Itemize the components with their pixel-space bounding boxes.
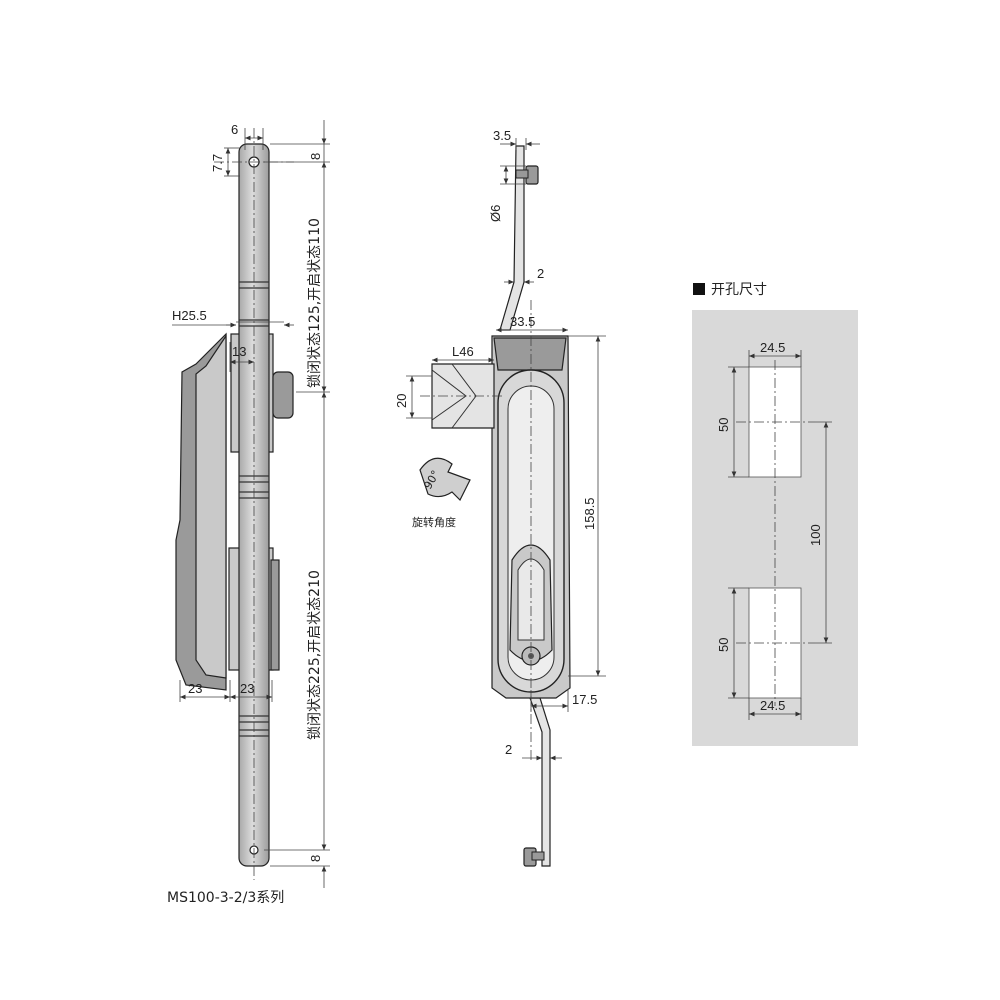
lower-bar: [529, 697, 551, 867]
side-knob: [272, 371, 294, 419]
dim-20: 20: [394, 394, 409, 408]
rotation-icon: 90°: [419, 457, 471, 502]
cutout-title: 开孔尺寸: [711, 282, 767, 298]
dim-158-5: 158.5: [582, 497, 597, 530]
rod-upper-note: 锁闭状态125,开启状态110: [307, 218, 323, 388]
dim-33-5: 33.5: [510, 314, 535, 329]
rotation-label: 旋转角度: [412, 515, 456, 529]
rod-lower-note: 锁闭状态225,开启状态210: [307, 570, 323, 740]
dim-23-right: 23: [240, 681, 254, 696]
dim-handle-h: H25.5: [172, 308, 207, 323]
cutout-spacing: 100: [808, 524, 823, 546]
handle-top-cap: [493, 337, 567, 371]
cutout-bottom-height: 50: [716, 638, 731, 652]
cutout-bottom-width: 24.5: [760, 698, 785, 713]
dim-top-end: 8: [308, 153, 323, 160]
dim-diameter: Ø6: [488, 205, 503, 222]
cutout-top-width: 24.5: [760, 340, 785, 355]
dim-offset-top: 2: [537, 266, 544, 281]
dim-bottom-end: 8: [308, 855, 323, 862]
dim-3-5: 3.5: [493, 128, 511, 143]
cutout-top-height: 50: [716, 418, 731, 432]
side-view: 6 7.7 8 锁闭状态125,开启状态110 锁闭状态225,开启状态210 …: [167, 120, 330, 906]
dim-top-width: 6: [231, 122, 238, 137]
dim-L46: L46: [452, 344, 474, 359]
dim-offset-bottom: 2: [505, 742, 512, 757]
side-knob-2: [270, 559, 280, 671]
series-label: MS100-3-2/3系列: [167, 890, 284, 906]
cutout-panel: 开孔尺寸 24.5 50 100 50 24.5: [692, 282, 858, 746]
front-view: 3.5 Ø6 2 33.5 L46 20 158.5 17.5 2: [394, 128, 606, 867]
dim-17-5: 17.5: [572, 692, 597, 707]
dim-13: 13: [232, 344, 246, 359]
dim-23-left: 23: [188, 681, 202, 696]
handle-face-side: [195, 334, 227, 679]
dim-hole: 7.7: [210, 154, 225, 172]
side-rod: [238, 143, 270, 867]
